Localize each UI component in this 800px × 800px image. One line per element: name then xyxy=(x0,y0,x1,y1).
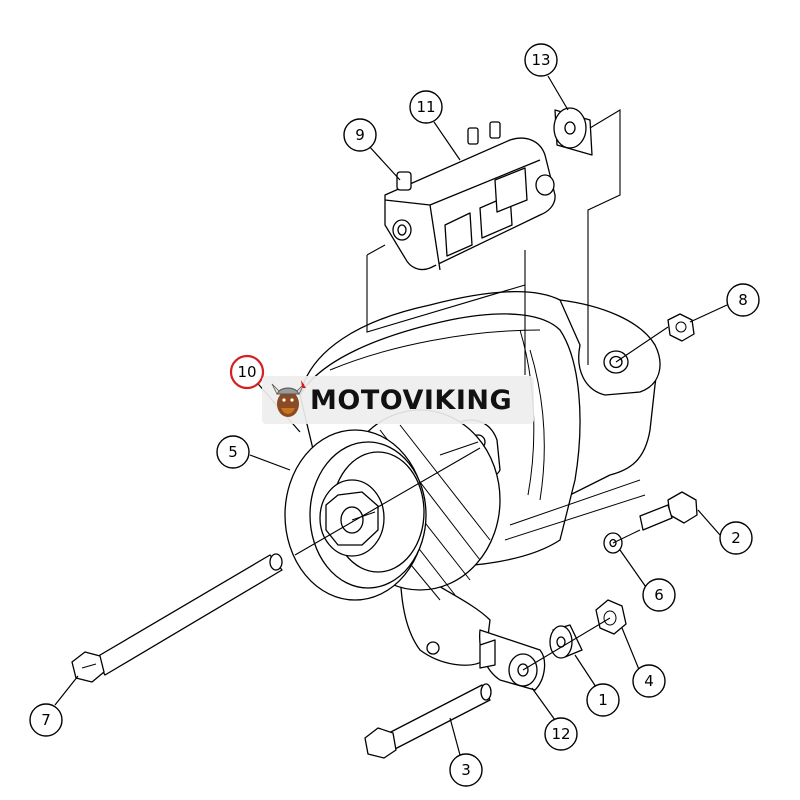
motoviking-watermark: MOTOVIKING xyxy=(262,376,534,424)
callout-label: 6 xyxy=(654,586,664,604)
callout-label: 10 xyxy=(237,363,256,381)
nut-4-part xyxy=(595,599,627,635)
callout-label: 5 xyxy=(228,443,238,461)
callout-11: 11 xyxy=(409,90,443,124)
callout-2: 2 xyxy=(719,521,753,555)
callout-label: 3 xyxy=(461,761,471,779)
washer-13-part xyxy=(553,107,593,156)
callout-13: 13 xyxy=(524,43,558,77)
callout-7: 7 xyxy=(29,703,63,737)
callout-4: 4 xyxy=(632,664,666,698)
callout-label: 9 xyxy=(355,126,365,144)
callout-8: 8 xyxy=(726,283,760,317)
viking-logo-icon xyxy=(271,380,306,417)
callout-1: 1 xyxy=(586,683,620,717)
callout-3: 3 xyxy=(449,753,483,787)
callout-label: 13 xyxy=(531,51,550,69)
callout-label: 12 xyxy=(551,725,570,743)
callout-label: 11 xyxy=(416,98,435,116)
callout-5: 5 xyxy=(216,435,250,469)
callout-12: 12 xyxy=(544,717,578,751)
callout-10: 10 xyxy=(229,354,265,390)
bolt-2-part xyxy=(639,491,698,531)
connector-block xyxy=(384,121,556,271)
bracket-12-part xyxy=(479,629,546,691)
callout-label: 7 xyxy=(41,711,51,729)
spacer-1-part xyxy=(549,624,583,659)
callout-6: 6 xyxy=(642,578,676,612)
bolt-3-part xyxy=(364,683,492,759)
watermark-text: MOTOVIKING xyxy=(310,384,513,416)
callout-label: 4 xyxy=(644,672,654,690)
callout-label: 2 xyxy=(731,529,741,547)
callout-9: 9 xyxy=(343,118,377,152)
callout-label: 8 xyxy=(738,291,748,309)
pulley-assembly xyxy=(284,409,501,601)
assembly-lines xyxy=(294,109,669,671)
bolt-7-part xyxy=(71,553,283,683)
nut-8-part xyxy=(667,313,695,342)
callout-label: 1 xyxy=(598,691,608,709)
